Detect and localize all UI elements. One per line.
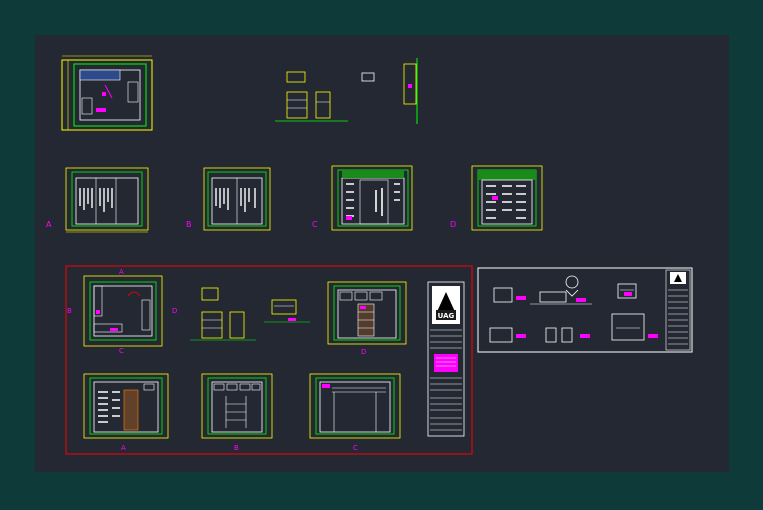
section-label-row2-a: A bbox=[46, 220, 52, 229]
sheet-elevation-B bbox=[201, 373, 273, 439]
sheet-2-title-block bbox=[665, 269, 691, 351]
sheet-plan-label-b: B bbox=[67, 307, 72, 315]
logo-shark-icon bbox=[436, 292, 456, 314]
sheet-elevation-D bbox=[327, 281, 407, 345]
sheet-elev-label-d: D bbox=[361, 348, 366, 356]
sheet-elev-label-c: C bbox=[353, 444, 358, 452]
sheet-elevation-A bbox=[83, 373, 169, 439]
sheet-elevation-C bbox=[309, 373, 401, 439]
sheet-floor-plan bbox=[83, 275, 163, 347]
sheet-1-border[interactable] bbox=[65, 265, 473, 455]
floor-plan-overview bbox=[61, 55, 153, 131]
elevation-D bbox=[471, 165, 543, 231]
sheet-2-details bbox=[489, 275, 658, 343]
logo-text: UAG bbox=[438, 312, 455, 320]
model-space-background bbox=[35, 35, 729, 472]
sheet-1-title-block: UAG bbox=[427, 281, 465, 437]
sheet-plan-label-d: D bbox=[172, 307, 177, 315]
sheet-2-border[interactable] bbox=[477, 267, 693, 353]
elevation-C bbox=[331, 165, 413, 231]
furniture-detail-views bbox=[275, 58, 418, 124]
section-label-row2-d: D bbox=[450, 220, 456, 229]
sheet-furniture-details bbox=[190, 287, 310, 341]
sheet-elev-label-b: B bbox=[234, 444, 239, 452]
sheet-plan-label-a: A bbox=[119, 268, 124, 276]
elevation-A bbox=[65, 167, 149, 233]
sheet-elev-label-a: A bbox=[121, 444, 126, 452]
elevation-B bbox=[203, 167, 271, 231]
logo-badge bbox=[436, 310, 456, 320]
sheet-plan-label-c: C bbox=[119, 347, 124, 355]
figure-icon bbox=[565, 275, 579, 289]
section-label-row2-c: C bbox=[312, 220, 318, 229]
section-label-row2-b: B bbox=[186, 220, 192, 229]
